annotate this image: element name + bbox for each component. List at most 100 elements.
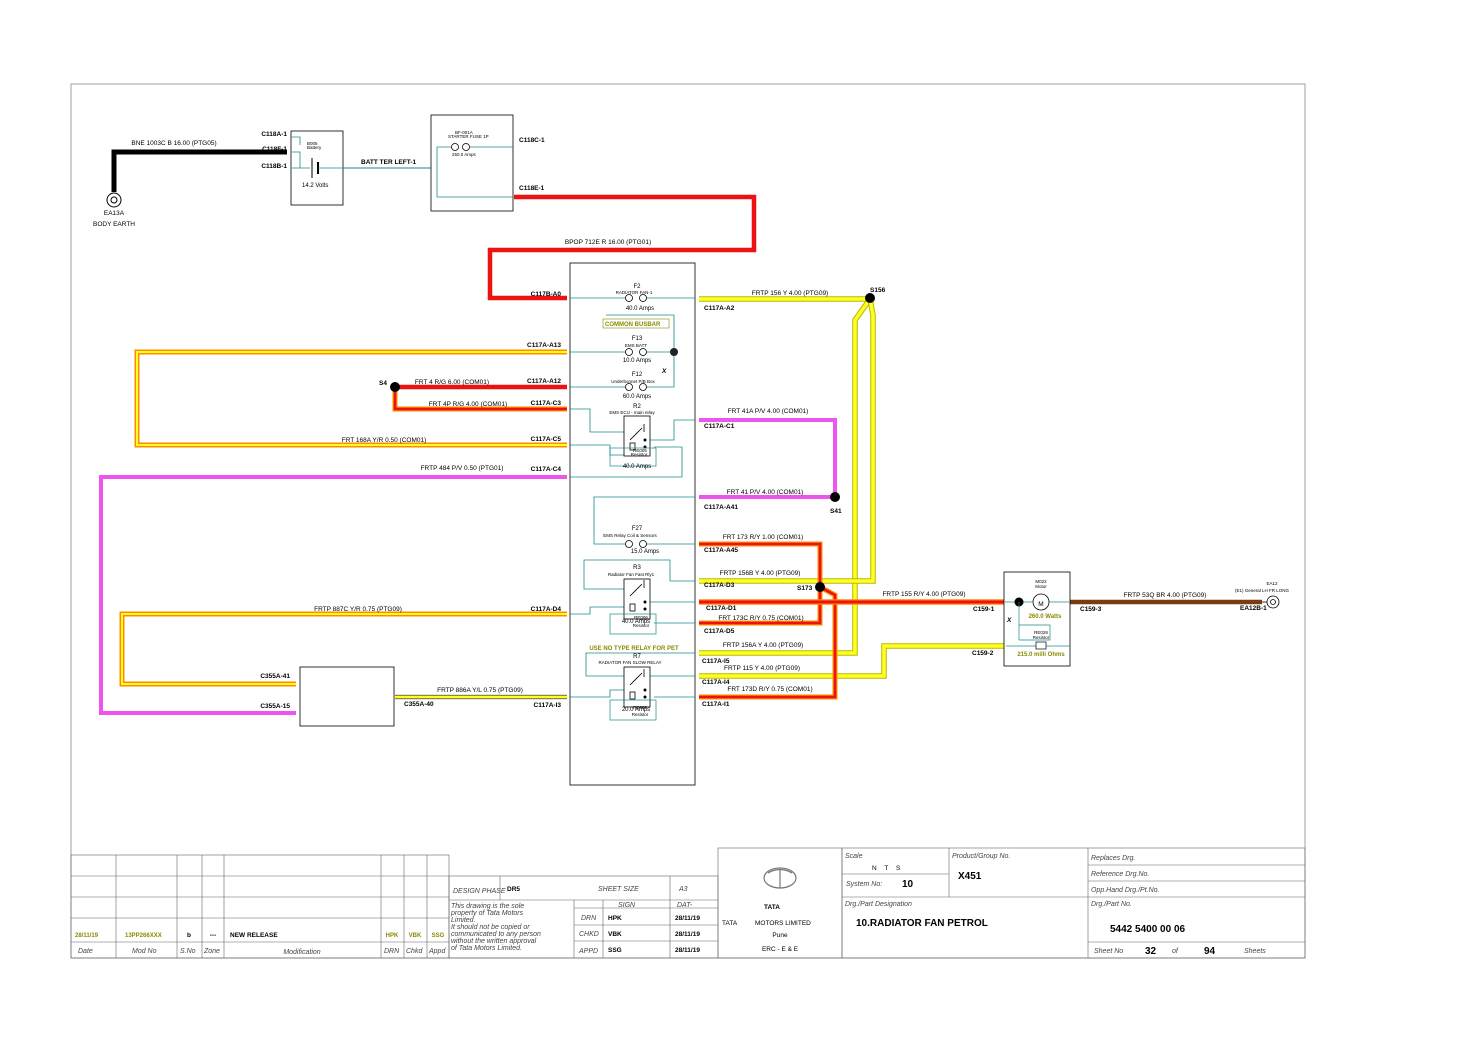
wl-a2: FRTP 156 Y 4.00 (PTG09) (752, 290, 828, 297)
conn-i1: C117A-I1 (702, 701, 730, 708)
notice-line-4: It should not be copied or (451, 924, 530, 931)
part-no-label: Drg./Part No. (1091, 901, 1132, 908)
fuse-relay-box: COMMON BUSBAR X F2 RADIATOR FAN-1 40.0 A… (569, 262, 696, 786)
rev-sno: b (187, 932, 191, 939)
splice-s41 (830, 492, 840, 502)
wire-frt-41a (699, 418, 837, 497)
fuse-f27-desc: EMS Relay Coil & Sensors (603, 533, 657, 538)
conn-c118e-1: C118E-1 (519, 185, 545, 192)
wire-label-bpop: BPOP 712E R 16.00 (PTG01) (565, 239, 651, 246)
rev-desc: NEW RELEASE (230, 932, 278, 939)
conn-c117b-a0: C117B-A0 (531, 291, 562, 298)
rev-appd: SSG (432, 933, 445, 939)
company-logo-text: TATA (764, 904, 780, 911)
splice-s173 (815, 582, 825, 592)
company-logo-small: TATA (722, 920, 738, 927)
title-block (70, 847, 1306, 959)
relay-r2: R2 EMS ECU - main relay RE005 Resistor 4… (609, 404, 657, 470)
splice-s4-label: S4 (379, 380, 387, 387)
appd-date: 28/11/19 (675, 947, 700, 954)
wire-labels: FRTP 156 Y 4.00 (PTG09) FRT 4 R/G 6.00 (… (314, 290, 1206, 694)
sheet-total: 94 (1204, 946, 1216, 957)
wire-label-bne: BNE 1003C B 16.00 (PTG05) (131, 140, 216, 147)
product-value: X451 (958, 871, 982, 882)
wl-f115: FRTP 115 Y 4.00 (PTG09) (724, 665, 800, 672)
conn-c1: C117A-C1 (704, 423, 735, 430)
rev-zone: --- (210, 932, 217, 939)
fuse-f12-name: F12 (632, 372, 643, 378)
wire-frt-168a (136, 351, 567, 446)
system-value: 10 (902, 879, 914, 890)
conn-a2: C117A-A2 (704, 305, 735, 312)
relay-r3-res: Resistor (633, 623, 650, 628)
relay-r3-res-name: RE006 (634, 615, 648, 620)
conn-c4: C117A-C4 (531, 466, 562, 473)
chkd-value: VBK (608, 931, 622, 938)
design-phase-label: DESIGN PHASE (453, 888, 506, 895)
h-drn: DRN (384, 948, 400, 955)
sign-label: SIGN (618, 902, 636, 909)
wl-f41a: FRT 41A P/V 4.00 (COM01) (728, 408, 809, 415)
notice-line-7: of Tata Motors Limited. (451, 945, 522, 952)
motor-m022: M022 Motor M 260.0 Watts RE028 Resistor … (1003, 571, 1071, 667)
battery-name: B005 (307, 141, 318, 146)
splice-s4 (390, 382, 400, 392)
conn-d3: C117A-D3 (704, 582, 735, 589)
battery-b005: C118A-1 C118F-1 C118B-1 B005 Battery 14.… (261, 130, 344, 206)
conn-a12: C117A-A12 (527, 378, 561, 385)
opp-label: Opp.Hand Drg./Pt.No. (1091, 887, 1160, 894)
conn-d4: C117A-D4 (531, 606, 562, 613)
wl-f887c: FRTP 887C Y/R 0.75 (PTG09) (314, 606, 402, 613)
wire-frtp-887c (121, 613, 567, 685)
splice-s156 (865, 293, 875, 303)
drn-label: DRN (581, 915, 597, 922)
splice-s173-label: S173 (797, 585, 813, 592)
splices: S156 S4 S41 S173 (379, 287, 886, 592)
conn-d1: C117A-D1 (706, 605, 737, 612)
x-mark-1: X (661, 368, 667, 375)
rev-date: 28/11/19 (75, 933, 99, 939)
wire-frtp-484 (99, 475, 567, 715)
wire-frtp-115 (699, 644, 1006, 678)
notice-line-3: Limited. (451, 917, 476, 924)
fuse-f2: F2 RADIATOR FAN-1 40.0 Amps (616, 284, 655, 312)
x-mark-2: X (1006, 617, 1012, 624)
h-appd: Appd (428, 948, 446, 955)
relay-r2-res: Resistor (631, 452, 648, 457)
design-phase: DR5 (507, 886, 520, 893)
conn-c118f-1: C118F-1 (262, 146, 287, 153)
conn-ea12b-1: EA12B-1 (1240, 605, 1267, 612)
earth-sub: BODY EARTH (93, 221, 135, 228)
relay-r3-desc: Radiator Fan Fast Rly1 (608, 572, 655, 577)
fuse-f2-desc: RADIATOR FAN-1 (616, 290, 653, 295)
relay-r7-amps: 20.0 Amps (622, 707, 650, 713)
sheet-no-label: Sheet No (1094, 948, 1123, 955)
relay-r3-amps: 40.0 Amps (622, 619, 650, 625)
fuse-f12-desc: Underbonnet P/B Box (611, 379, 655, 384)
batt-ter-left-label: BATT TER LEFT-1 (361, 159, 417, 166)
ecu-box-c355a: C355A-41 C355A-15 C355A-40 (260, 666, 434, 727)
notice-line-5: communicated to any person (451, 931, 541, 938)
starter-fuse-bf001a: BF-001A STARTER FUSE 1P 250.0 Amps C118C… (430, 114, 545, 212)
chkd-label: CHKD (579, 931, 599, 938)
conn-c355a-40: C355A-40 (404, 701, 434, 708)
fuse-f27-amps: 15.0 Amps (631, 549, 659, 555)
fuse-f13-amps: 10.0 Amps (623, 358, 651, 364)
motor-name: M022 (1035, 579, 1047, 584)
earth-ea12: EA12 (E1) General LH FR LONG EA12B-1 (1235, 581, 1290, 612)
wl-f53q: FRTP 53Q BR 4.00 (PTG09) (1124, 592, 1207, 599)
relay-r2-name: R2 (633, 404, 641, 410)
replaces-label: Replaces Drg. (1091, 855, 1135, 862)
conn-c118c-1: C118C-1 (519, 137, 545, 144)
h-zone: Zone (203, 948, 220, 955)
conn-c118b-1: C118B-1 (261, 163, 287, 170)
relay-r2-res-name: RE005 (633, 448, 647, 453)
wire-feed-red (487, 194, 757, 301)
relay-r3: R3 Radiator Fan Fast Rly1 RE006 Resistor… (608, 565, 657, 635)
chkd-date: 28/11/19 (675, 931, 700, 938)
notice-line-2: property of Tata Motors (450, 910, 524, 917)
relay-r7-name: R7 (633, 654, 641, 660)
reference-label: Reference Drg.No. (1091, 871, 1149, 878)
drn-date: 28/11/19 (675, 915, 700, 922)
